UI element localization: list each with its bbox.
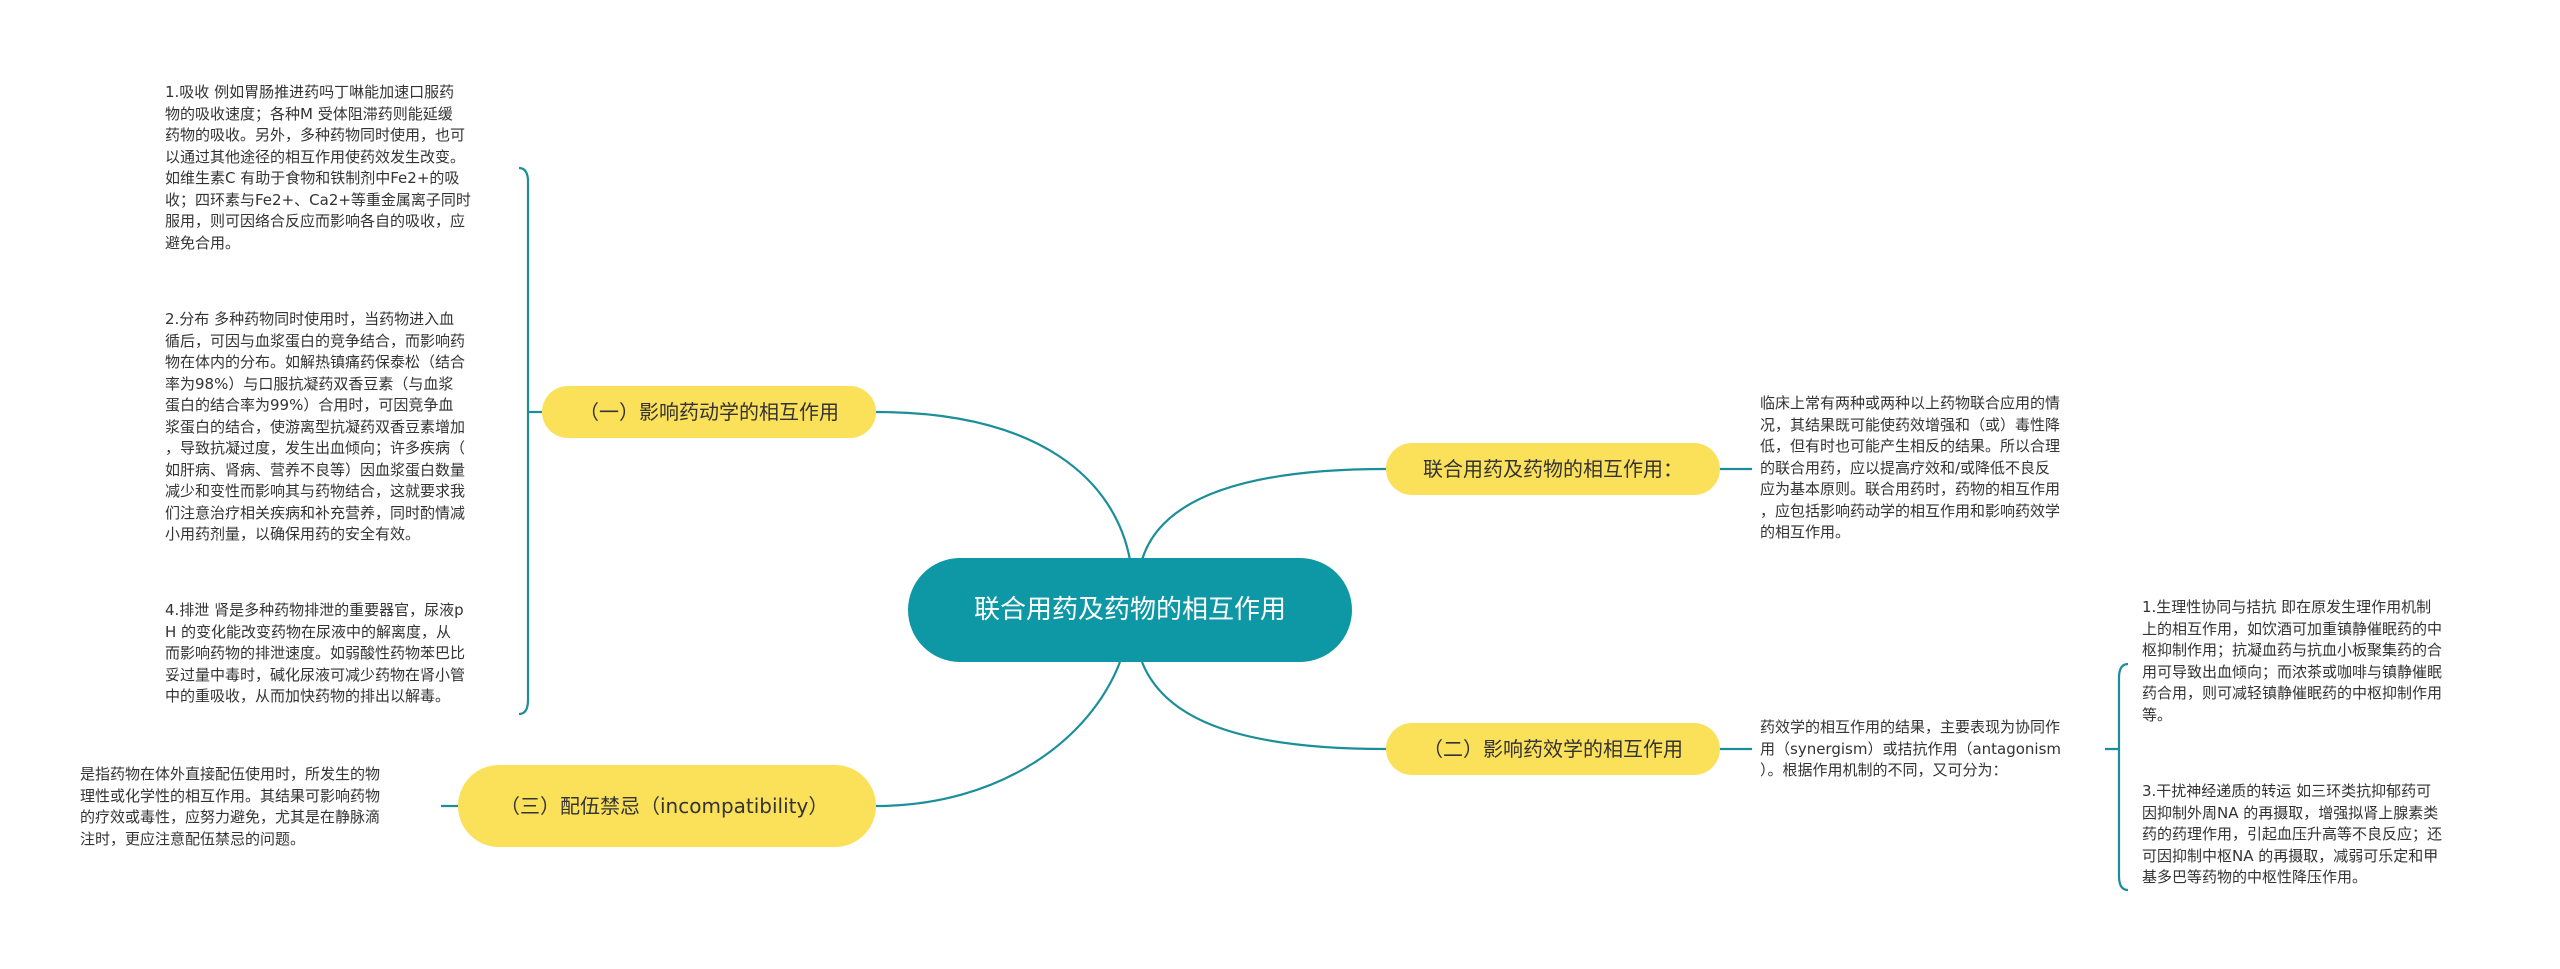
note-excretion: 4.排泄 肾是多种药物排泄的重要器官，尿液p H 的变化能改变药物在尿液中的解离… xyxy=(165,601,466,705)
topic-pharmacodynamic[interactable]: （二）影响药效学的相互作用 xyxy=(1386,723,1720,775)
topic-pharmacokinetic-label: （一）影响药动学的相互作用 xyxy=(579,400,839,424)
topic-incompatibility[interactable]: （三）配伍禁忌（incompatibility） xyxy=(458,765,876,847)
link-root-incompatibility xyxy=(875,661,1122,808)
bracket-pharmacokinetic xyxy=(518,166,542,716)
topic-overview[interactable]: 联合用药及药物的相互作用： xyxy=(1386,443,1720,495)
link-root-pharmacokinetic xyxy=(875,410,1132,561)
note-absorption: 1.吸收 例如胃肠推进药吗丁啉能加速口服药 物的吸收速度；各种M 受体阻滞药则能… xyxy=(165,83,471,252)
note-distribution: 2.分布 多种药物同时使用时，当药物进入血 循后，可因与血浆蛋白的竞争结合，而影… xyxy=(165,310,466,543)
note-transmitter: 3.干扰神经递质的转运 如三环类抗抑郁药可 因抑制外周NA 的再摄取，增强拟肾上… xyxy=(2142,782,2443,886)
note-synergy: 1.生理性协同与拮抗 即在原发生理作用机制 上的相互作用，如饮酒可加重镇静催眠药… xyxy=(2142,598,2443,724)
topic-overview-label: 联合用药及药物的相互作用： xyxy=(1423,457,1683,481)
link-root-overview xyxy=(1140,467,1387,561)
note-pharmacodynamic: 药效学的相互作用的结果，主要表现为协同作 用（synergism）或拮抗作用（a… xyxy=(1760,718,2062,779)
topic-pharmacodynamic-label: （二）影响药效学的相互作用 xyxy=(1423,737,1683,761)
topic-pharmacokinetic[interactable]: （一）影响药动学的相互作用 xyxy=(542,386,876,438)
note-incompatibility: 是指药物在体外直接配伍使用时，所发生的物 理性或化学性的相互作用。其结果可影响药… xyxy=(80,765,381,848)
link-root-pharmacodynamic xyxy=(1140,661,1387,751)
topic-incompatibility-label: （三）配伍禁忌（incompatibility） xyxy=(500,794,829,818)
root-label: 联合用药及药物的相互作用 xyxy=(973,595,1286,625)
root-node[interactable]: 联合用药及药物的相互作用 xyxy=(908,558,1352,662)
note-overview: 临床上常有两种或两种以上药物联合应用的情 况，其结果既可能使药效增强和（或）毒性… xyxy=(1760,394,2061,541)
bracket-pharmacodynamic xyxy=(2105,662,2129,892)
